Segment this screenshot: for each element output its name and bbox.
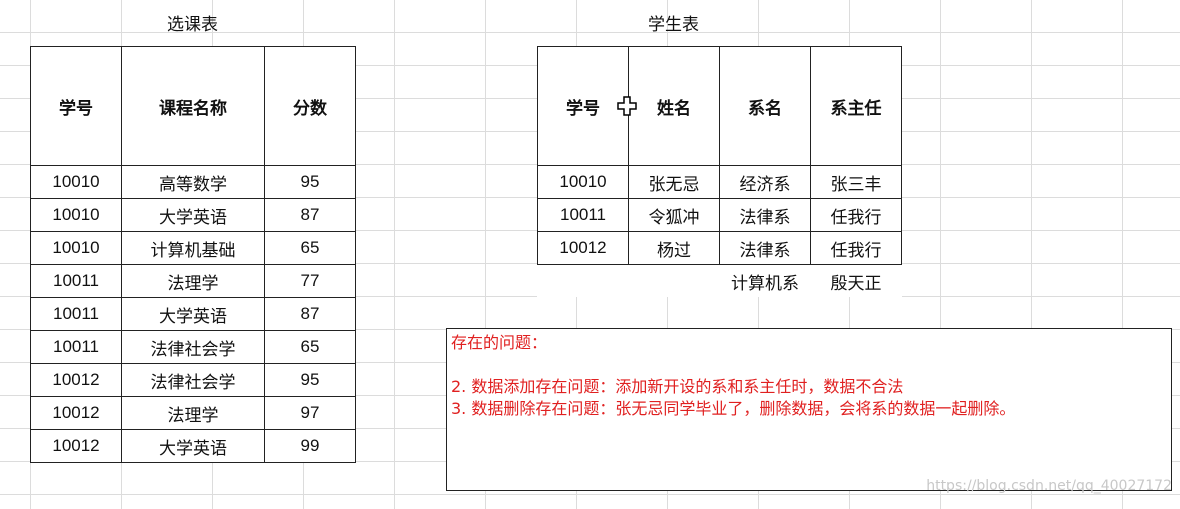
- table-cell[interactable]: 10012: [30, 429, 122, 463]
- header-cell[interactable]: 姓名: [628, 46, 720, 166]
- header-row: 学号姓名系名系主任: [537, 46, 902, 166]
- note-heading: 存在的问题：: [451, 333, 548, 352]
- table-cell[interactable]: [629, 265, 720, 298]
- table-cell[interactable]: 张无忌: [628, 165, 720, 199]
- table-cell[interactable]: 10010: [30, 165, 122, 199]
- table-cell[interactable]: 殷天正: [830, 273, 882, 294]
- table-cell[interactable]: 张三丰: [810, 165, 902, 199]
- table-cell[interactable]: 法理学: [121, 396, 265, 430]
- table-cell[interactable]: 65: [264, 231, 356, 265]
- student-table-title: 学生表: [648, 15, 699, 35]
- header-row: 学号课程名称分数: [30, 46, 356, 166]
- table-cell[interactable]: 10011: [30, 297, 122, 331]
- table-cell[interactable]: 法律社会学: [121, 363, 265, 397]
- header-cell[interactable]: 系名: [719, 46, 811, 166]
- table-cell[interactable]: 10010: [30, 198, 122, 232]
- move-cursor-icon: [617, 96, 637, 116]
- table-cell[interactable]: 95: [264, 363, 356, 397]
- table-cell[interactable]: 法律系: [719, 198, 811, 232]
- table-cell[interactable]: 杨过: [628, 231, 720, 265]
- table-cell[interactable]: 10011: [30, 264, 122, 298]
- problems-note-box[interactable]: 存在的问题： 2. 数据添加存在问题：添加新开设的系和系主任时，数据不合法 3.…: [446, 328, 1172, 491]
- table-cell[interactable]: 10012: [537, 231, 629, 265]
- table-cell[interactable]: 99: [264, 429, 356, 463]
- table-cell[interactable]: 10010: [537, 165, 629, 199]
- table-row: 计算机系 殷天正: [538, 265, 902, 298]
- table-cell[interactable]: 大学英语: [121, 198, 265, 232]
- header-cell[interactable]: 系主任: [810, 46, 902, 166]
- table-cell[interactable]: 95: [264, 165, 356, 199]
- table-cell[interactable]: 令狐冲: [628, 198, 720, 232]
- table-cell[interactable]: 77: [264, 264, 356, 298]
- table-cell[interactable]: 87: [264, 198, 356, 232]
- table-cell[interactable]: 经济系: [719, 165, 811, 199]
- table-cell[interactable]: [538, 265, 629, 298]
- header-cell[interactable]: 学号: [30, 46, 122, 166]
- table-cell[interactable]: 法理学: [121, 264, 265, 298]
- watermark: https://blog.csdn.net/qq_40027172: [926, 478, 1172, 494]
- header-cell[interactable]: 学号: [537, 46, 629, 166]
- table-cell[interactable]: 任我行: [810, 231, 902, 265]
- table-cell[interactable]: 高等数学: [121, 165, 265, 199]
- header-cell[interactable]: 课程名称: [121, 46, 265, 166]
- note-line: 3. 数据删除存在问题：张无忌同学毕业了，删除数据，会将系的数据一起删除。: [451, 399, 1016, 418]
- table-cell[interactable]: 10011: [30, 330, 122, 364]
- table-cell[interactable]: 计算机系: [731, 273, 799, 294]
- table-cell[interactable]: 任我行: [810, 198, 902, 232]
- table-cell[interactable]: 10010: [30, 231, 122, 265]
- table-cell[interactable]: 大学英语: [121, 297, 265, 331]
- table-cell[interactable]: 法律系: [719, 231, 811, 265]
- table-cell[interactable]: 87: [264, 297, 356, 331]
- header-cell[interactable]: 分数: [264, 46, 356, 166]
- table-cell[interactable]: 10011: [537, 198, 629, 232]
- course-table-title: 选课表: [167, 15, 218, 35]
- table-cell[interactable]: 法律社会学: [121, 330, 265, 364]
- note-line: 2. 数据添加存在问题：添加新开设的系和系主任时，数据不合法: [451, 377, 904, 396]
- table-cell[interactable]: 10012: [30, 363, 122, 397]
- table-cell[interactable]: 97: [264, 396, 356, 430]
- table-cell[interactable]: 65: [264, 330, 356, 364]
- table-cell[interactable]: 10012: [30, 396, 122, 430]
- table-cell[interactable]: 大学英语: [121, 429, 265, 463]
- table-cell[interactable]: 计算机基础: [121, 231, 265, 265]
